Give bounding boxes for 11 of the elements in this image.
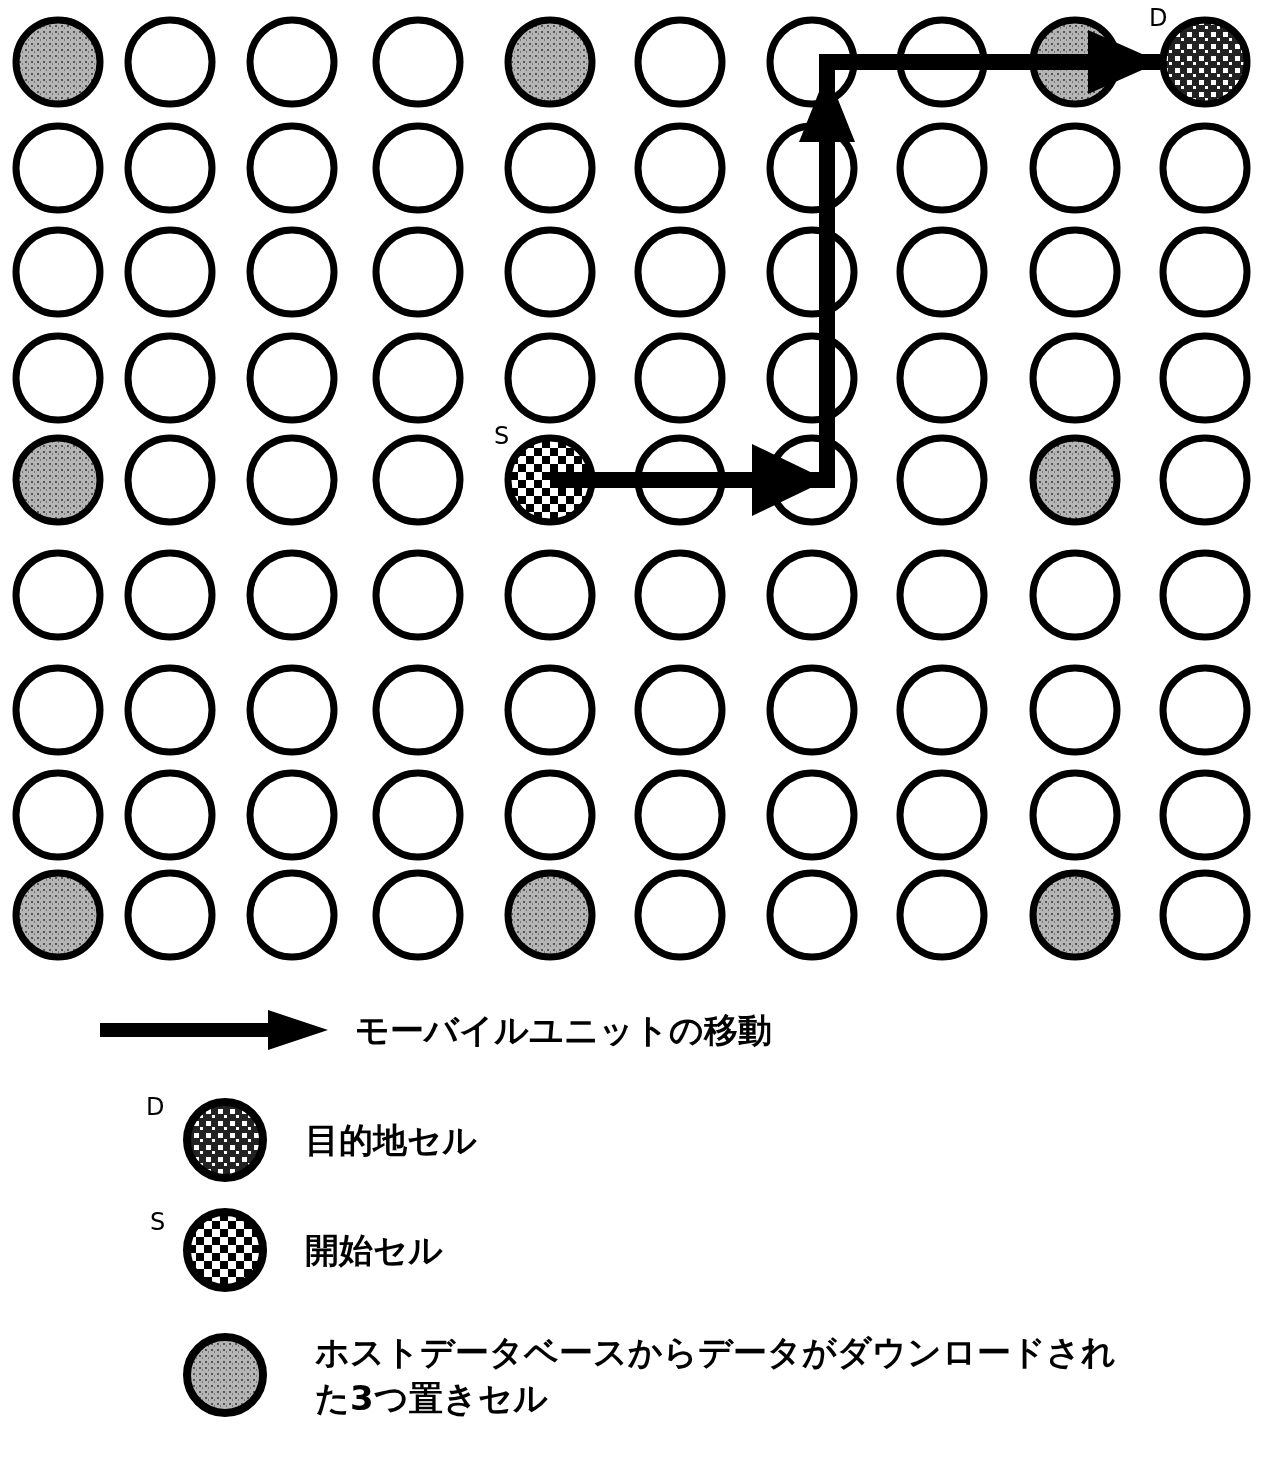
cell-letter: D bbox=[1149, 6, 1168, 30]
cell-circle bbox=[494, 424, 596, 526]
legend-text: 開始セル bbox=[305, 1229, 443, 1272]
legend-text: モーバイルユニットの移動 bbox=[355, 1009, 772, 1052]
cell-letter: D bbox=[146, 1095, 165, 1119]
legend-text: 目的地セル bbox=[305, 1119, 477, 1162]
movement-arrow bbox=[550, 30, 1160, 516]
cell-letter: S bbox=[494, 424, 510, 448]
legend-text: ホストデータベースからデータがダウンロードされた3つ置きセル bbox=[315, 1331, 1117, 1420]
cell-letter: S bbox=[150, 1210, 166, 1234]
cell-circle bbox=[1149, 6, 1251, 108]
